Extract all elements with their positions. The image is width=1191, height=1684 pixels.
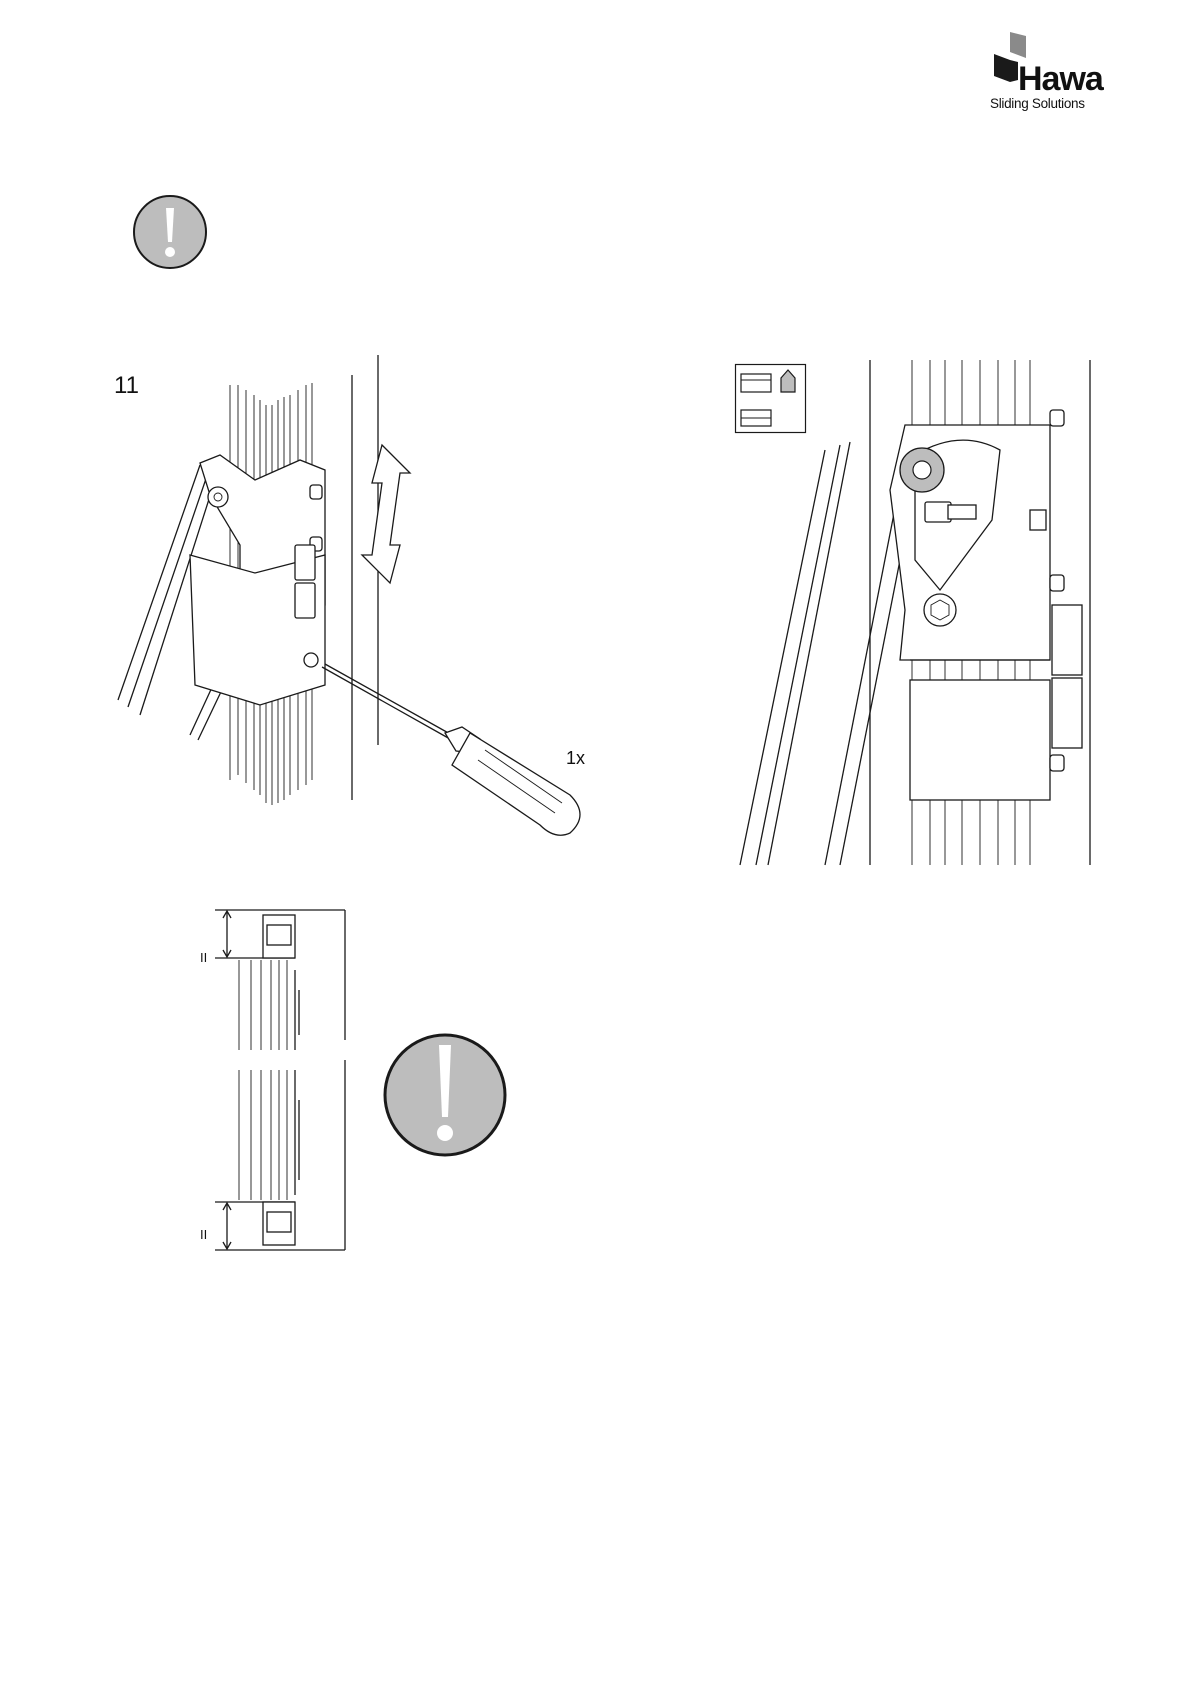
screwdriver-icon — [322, 664, 580, 835]
brand-tagline: Sliding Solutions — [990, 96, 1085, 111]
hawa-logo: Hawa Sliding Solutions — [990, 30, 1120, 115]
dimension-label-top: II — [200, 950, 207, 965]
hinge-detail-illustration — [730, 360, 1130, 870]
cross-section-diagram — [195, 910, 345, 1255]
exclamation-warning-icon — [130, 192, 210, 272]
brand-name: Hawa — [1018, 60, 1103, 99]
up-down-arrow-icon — [362, 445, 410, 583]
quantity-label: 1x — [566, 748, 585, 769]
dimension-label-bottom: II — [200, 1227, 207, 1242]
hinge-assembly-illustration — [100, 355, 660, 875]
exclamation-warning-icon — [380, 1030, 510, 1160]
